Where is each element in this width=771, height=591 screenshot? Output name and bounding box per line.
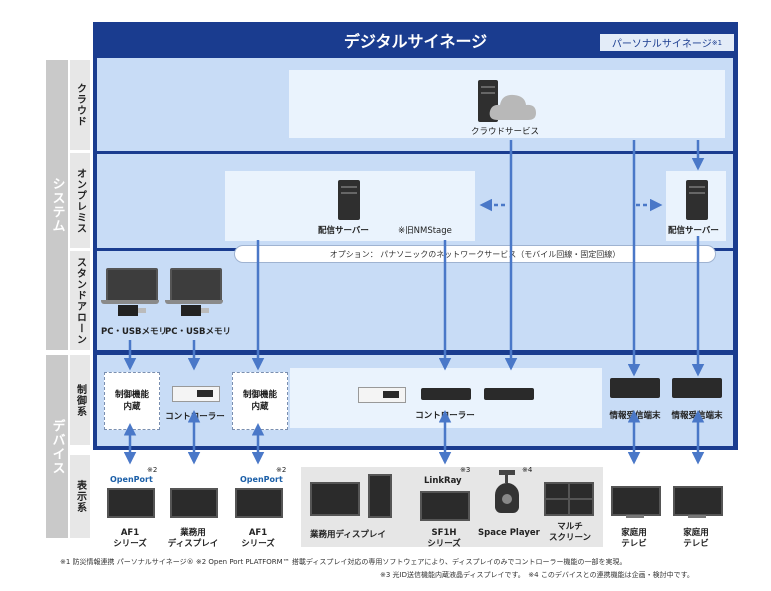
- business-display-icon: [170, 488, 218, 518]
- note3-mark: ※3: [460, 466, 471, 474]
- controller-small-icon: [172, 386, 220, 402]
- personal-note-mark: ※1: [711, 38, 723, 47]
- nmstage-label: ※旧NMStage: [398, 226, 452, 236]
- laptop-icon-2: [170, 268, 222, 302]
- usb-icon-2: [181, 305, 201, 316]
- sub-cloud: クラウド: [70, 60, 90, 150]
- af1-label-2: AF1 シリーズ: [241, 528, 275, 549]
- footnote-line-1: ※1 防災情報連携 パーソナルサイネージ® ※2 Open Port PLATF…: [60, 558, 627, 566]
- sf1h-label: SF1H シリーズ: [427, 528, 461, 549]
- business-display-group-label: 業務用ディスプレイ: [310, 530, 386, 540]
- space-player-label: Space Player: [478, 528, 540, 538]
- category-system: システム: [46, 60, 68, 350]
- home-tv-label-2: 家庭用 テレビ: [683, 528, 709, 549]
- linkray-logo: LinkRay: [424, 476, 462, 486]
- af1-display-icon-1: [107, 488, 155, 518]
- diagram-title: デジタルサイネージ: [343, 32, 488, 51]
- af1-display-icon-2: [235, 488, 283, 518]
- info-terminal-icon-1: [610, 378, 660, 398]
- footnote-line-2: ※3 光ID送信機能内蔵液晶ディスプレイです。 ※4 このデバイスとの連携機能は…: [380, 571, 694, 579]
- option-bar: オプション： パナソニックのネットワークサービス（モバイル回線・固定回線）: [234, 245, 716, 263]
- home-tv-stand-1: [626, 515, 644, 518]
- home-tv-stand-2: [688, 515, 706, 518]
- sf1h-display-icon: [420, 491, 470, 521]
- usb-plug-1: [138, 308, 146, 313]
- distribution-server-icon: [338, 180, 360, 220]
- business-display-portrait-icon: [368, 474, 392, 518]
- business-display-label: 業務用 ディスプレイ: [167, 528, 219, 549]
- personal-signage-badge: パーソナルサイネージ ※1: [600, 34, 734, 51]
- option-bar-label: オプション： パナソニックのネットワークサービス（モバイル回線・固定回線）: [329, 249, 621, 259]
- pc-usb-label-1: PC・USBメモリ: [101, 327, 167, 337]
- multi-screen-icon: [544, 482, 594, 516]
- sub-display: 表示系: [70, 455, 90, 538]
- laptop-icon-1: [106, 268, 158, 302]
- sub-standalone: スタンドアローン: [70, 251, 90, 350]
- info-terminal-icon-2: [672, 378, 722, 398]
- sub-control: 制御系: [70, 355, 90, 445]
- sub-onpremise: オンプレミス: [70, 153, 90, 248]
- business-display-large-icon: [310, 482, 360, 516]
- af1-label-1: AF1 シリーズ: [113, 528, 147, 549]
- note4-mark: ※4: [522, 466, 533, 474]
- openport-logo-2: OpenPort: [240, 475, 283, 484]
- builtin-control-box-2: 制御機能 内蔵: [232, 372, 288, 430]
- usb-icon-1: [118, 305, 138, 316]
- pc-usb-label-2: PC・USBメモリ: [165, 327, 231, 337]
- controller-icon-3: [484, 388, 534, 400]
- controller-icon-2: [421, 388, 471, 400]
- space-player-icon: [495, 470, 521, 518]
- note2-mark-1: ※2: [147, 466, 158, 474]
- cloud-icon: [489, 94, 536, 120]
- multi-screen-label: マルチ スクリーン: [548, 522, 592, 543]
- usb-plug-2: [201, 308, 209, 313]
- home-tv-label-1: 家庭用 テレビ: [621, 528, 647, 549]
- personal-signage-label: パーソナルサイネージ: [611, 39, 712, 50]
- category-device: デバイス: [46, 355, 68, 538]
- laptop-base-2: [165, 300, 223, 304]
- distribution-server-right-label: 配信サーバー: [668, 226, 719, 236]
- distribution-server-right-icon: [686, 180, 708, 220]
- controller-icon-1: [358, 387, 406, 403]
- note2-mark-2: ※2: [276, 466, 287, 474]
- laptop-base-1: [101, 300, 159, 304]
- openport-logo-1: OpenPort: [110, 475, 153, 484]
- distribution-server-label: 配信サーバー: [318, 226, 369, 236]
- cloud-service-label: クラウドサービス: [470, 127, 539, 137]
